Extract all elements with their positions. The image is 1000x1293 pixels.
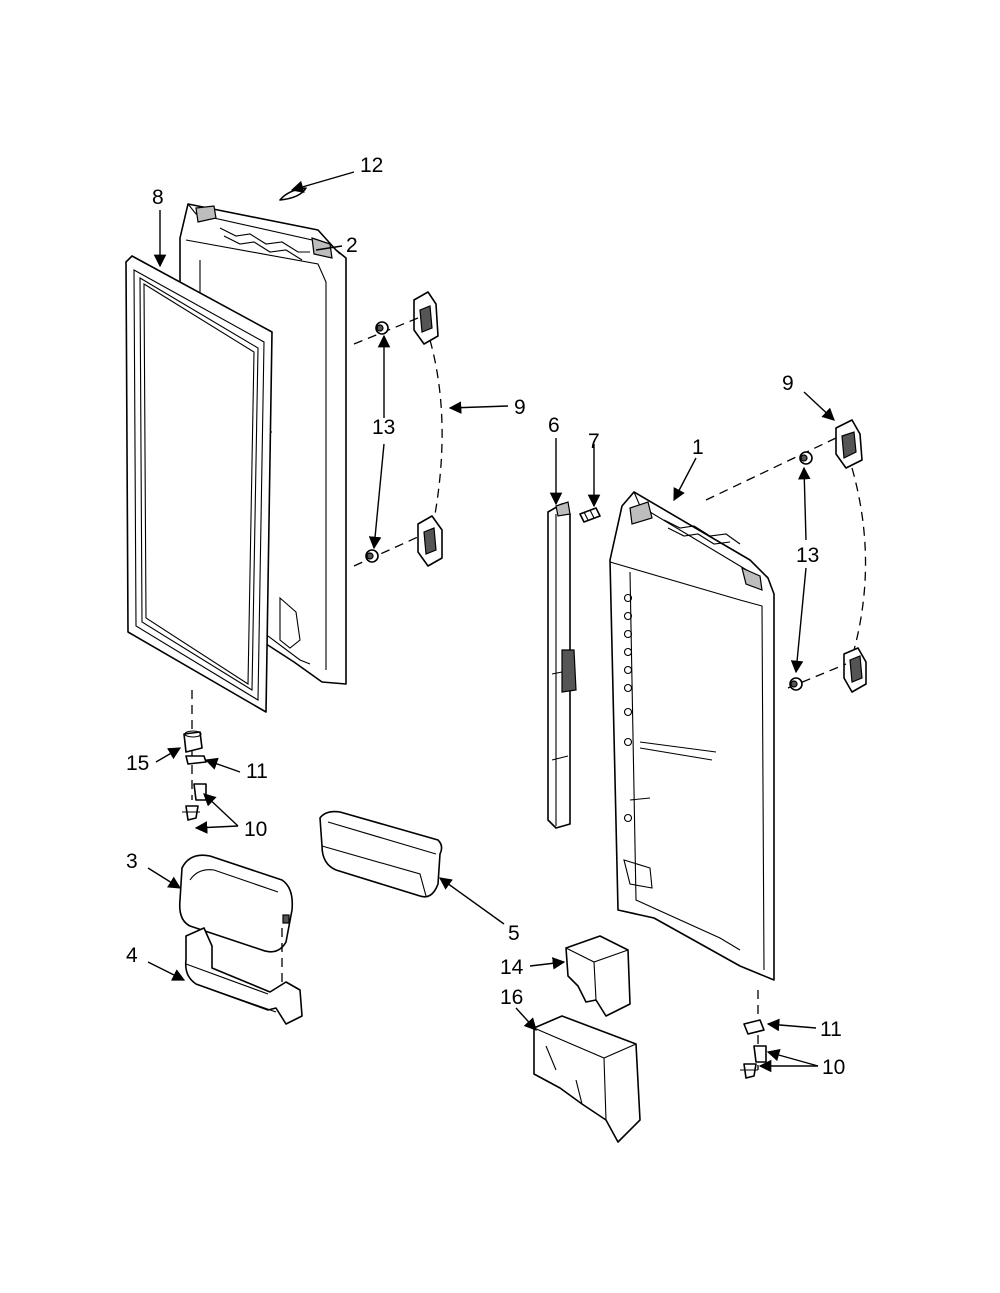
callout-12: 12 <box>360 154 383 177</box>
left-bin <box>184 927 303 1025</box>
right-door-outer-panel <box>609 491 775 981</box>
callout-11-left: 11 <box>246 760 268 783</box>
callout-9-right: 9 <box>782 372 794 395</box>
callout-15: 15 <box>126 752 149 775</box>
small-storage-bin <box>565 935 631 1017</box>
callout-9-left: 9 <box>514 396 526 419</box>
callout-3: 3 <box>126 850 138 873</box>
leader-lines <box>147 171 835 1073</box>
callout-11-right: 11 <box>820 1018 842 1041</box>
callout-10-left: 10 <box>244 818 267 841</box>
right-door-handle <box>705 419 867 693</box>
callout-4: 4 <box>126 944 138 967</box>
callout-6: 6 <box>548 414 560 437</box>
callout-2: 2 <box>346 234 358 257</box>
left-door-gasket <box>125 255 273 713</box>
mullion-spring <box>579 507 601 523</box>
callout-8: 8 <box>152 186 164 209</box>
callout-7: 7 <box>588 430 600 453</box>
right-door-bottom-hardware <box>740 990 767 1079</box>
callout-14: 14 <box>500 956 524 979</box>
left-door-handle <box>353 291 443 567</box>
callout-labels: 12 8 2 9 13 6 7 1 9 13 15 11 10 3 4 5 14… <box>126 154 845 1079</box>
callout-13-right: 13 <box>796 544 819 567</box>
callout-5: 5 <box>508 922 520 945</box>
callout-10-right: 10 <box>822 1056 845 1079</box>
right-door-shelf-clips <box>623 593 633 823</box>
left-door-bottom-hardware <box>182 690 207 821</box>
left-bin-cover <box>178 854 294 953</box>
callout-13-left: 13 <box>372 416 395 439</box>
callout-1: 1 <box>692 436 704 459</box>
large-storage-bin <box>533 1015 641 1143</box>
door-mullion <box>547 501 577 829</box>
callout-16: 16 <box>500 986 523 1009</box>
door-bin <box>319 810 443 898</box>
